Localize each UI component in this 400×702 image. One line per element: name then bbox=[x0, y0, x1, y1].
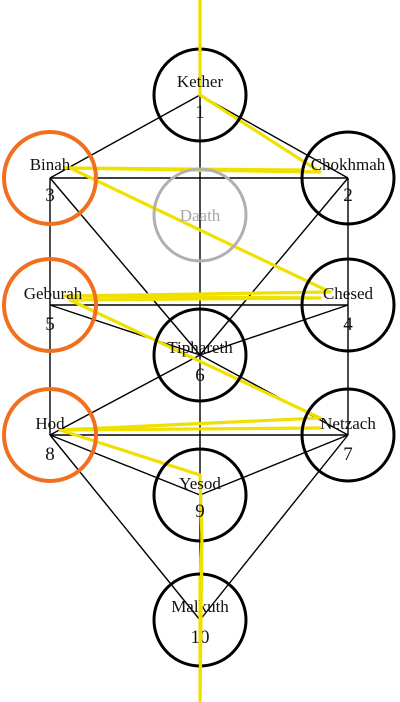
lightning-flash bbox=[58, 0, 332, 702]
chesed-circle bbox=[300, 257, 396, 353]
chesed-number: 4 bbox=[343, 314, 353, 335]
sephirah-yesod: Yesod 9 bbox=[152, 447, 248, 543]
path-hod-malkuth bbox=[49, 434, 201, 621]
path-netzach-malkuth bbox=[199, 434, 349, 621]
chesed-name: Chesed bbox=[323, 284, 374, 303]
tiphareth-name: Tiphareth bbox=[167, 338, 233, 357]
yesod-circle bbox=[152, 447, 248, 543]
path-kether-chokhmah bbox=[199, 94, 349, 179]
path-kether-binah bbox=[49, 94, 201, 179]
path-binah-tiphareth bbox=[49, 177, 201, 356]
yesod-name: Yesod bbox=[179, 474, 221, 493]
path-chesed-tiphareth bbox=[199, 304, 349, 356]
path-geburah-tiphareth bbox=[49, 304, 201, 356]
tiphareth-number: 6 bbox=[195, 365, 205, 386]
path-hod-yesod bbox=[49, 434, 201, 496]
yesod-number: 9 bbox=[195, 501, 205, 522]
daath-node: Daath bbox=[152, 167, 248, 263]
chokhmah-name: Chokhmah bbox=[311, 155, 386, 174]
sephirah-geburah: Geburah 5 bbox=[2, 257, 98, 353]
sephirah-chokhmah: Chokhmah 2 bbox=[300, 130, 396, 226]
sephirah-netzach: Netzach 7 bbox=[300, 387, 396, 483]
netzach-number: 7 bbox=[343, 444, 353, 465]
lightning-flash-overlay bbox=[198, 0, 204, 702]
netzach-circle bbox=[300, 387, 396, 483]
kether-name: Kether bbox=[177, 72, 224, 91]
sephirah-binah: Binah 3 bbox=[2, 130, 98, 226]
daath-label: Daath bbox=[180, 206, 221, 225]
daath-circle bbox=[152, 167, 248, 263]
binah-name: Binah bbox=[30, 155, 71, 174]
netzach-name: Netzach bbox=[320, 414, 376, 433]
binah-circle bbox=[2, 130, 98, 226]
path-netzach-yesod bbox=[199, 434, 349, 496]
sephirah-tiphareth: Tiphareth 6 bbox=[152, 307, 248, 403]
hod-circle bbox=[2, 387, 98, 483]
lightning-segment-yesod-malkuth bbox=[198, 533, 204, 702]
tiphareth-circle bbox=[152, 307, 248, 403]
geburah-number: 5 bbox=[45, 314, 55, 335]
chokhmah-circle bbox=[300, 130, 396, 226]
geburah-circle bbox=[2, 257, 98, 353]
hod-name: Hod bbox=[35, 414, 65, 433]
binah-number: 3 bbox=[45, 185, 55, 206]
lightning-flash-path bbox=[58, 0, 332, 702]
sephirah-chesed: Chesed 4 bbox=[300, 257, 396, 353]
path-tiphareth-hod bbox=[49, 354, 201, 436]
sephirah-hod: Hod 8 bbox=[2, 387, 98, 483]
chokhmah-number: 2 bbox=[343, 185, 353, 206]
kether-number: 1 bbox=[195, 102, 205, 123]
geburah-name: Geburah bbox=[24, 284, 83, 303]
hod-number: 8 bbox=[45, 444, 55, 465]
